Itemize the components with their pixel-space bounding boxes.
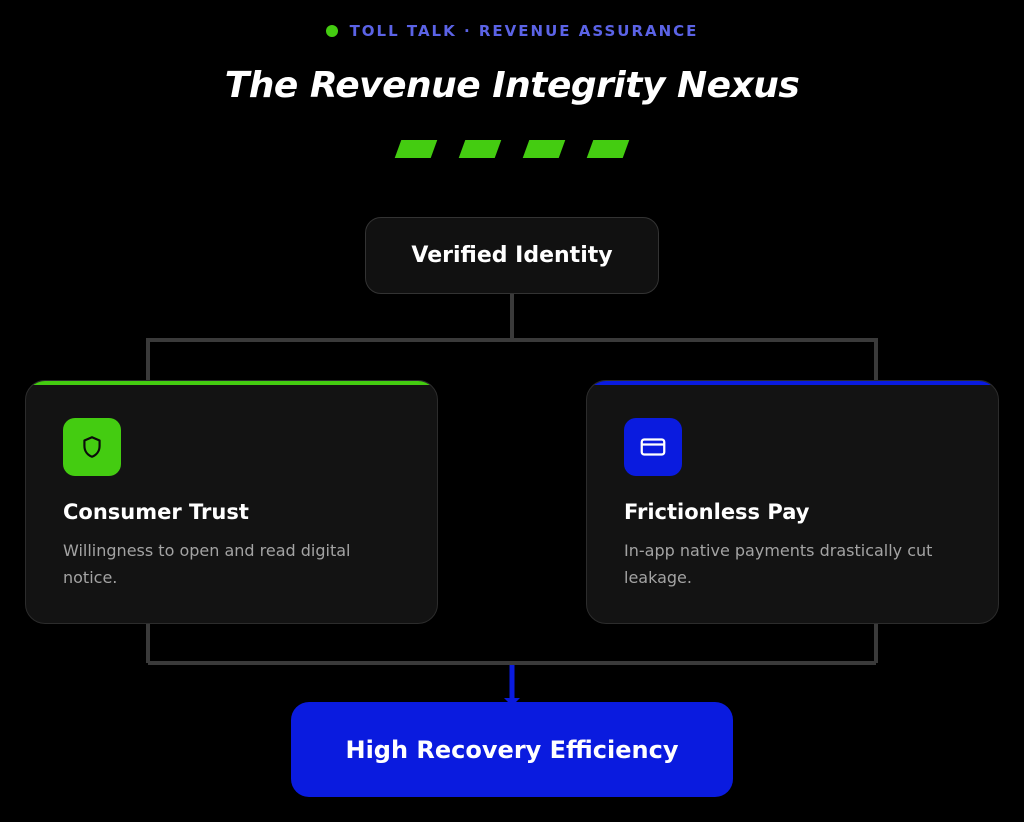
credit-card-icon bbox=[624, 418, 682, 476]
card-description: In-app native payments drastically cut l… bbox=[624, 541, 933, 587]
node-verified-identity: Verified Identity bbox=[365, 217, 659, 294]
card-accent-bar bbox=[26, 381, 437, 385]
node-high-recovery-efficiency-label: High Recovery Efficiency bbox=[345, 735, 679, 764]
node-high-recovery-efficiency: High Recovery Efficiency bbox=[291, 702, 733, 797]
card-title: Consumer Trust bbox=[63, 500, 249, 524]
dash-mark bbox=[394, 140, 438, 158]
dash-mark bbox=[458, 140, 502, 158]
card-description: Willingness to open and read digital not… bbox=[63, 541, 351, 587]
eyebrow-text: TOLL TALK · REVENUE ASSURANCE bbox=[349, 22, 699, 40]
card-frictionless-pay: Frictionless Pay In-app native payments … bbox=[586, 380, 999, 624]
dash-mark bbox=[586, 140, 630, 158]
page-title: The Revenue Integrity Nexus bbox=[224, 65, 800, 106]
shield-icon bbox=[63, 418, 121, 476]
dash-mark bbox=[522, 140, 566, 158]
eyebrow: TOLL TALK · REVENUE ASSURANCE bbox=[0, 20, 1024, 42]
card-consumer-trust: Consumer Trust Willingness to open and r… bbox=[25, 380, 438, 624]
card-title: Frictionless Pay bbox=[624, 500, 810, 524]
node-verified-identity-label: Verified Identity bbox=[411, 243, 613, 268]
status-dot-icon bbox=[325, 25, 338, 37]
decorative-dashes bbox=[0, 140, 1024, 158]
card-accent-bar bbox=[587, 381, 998, 385]
